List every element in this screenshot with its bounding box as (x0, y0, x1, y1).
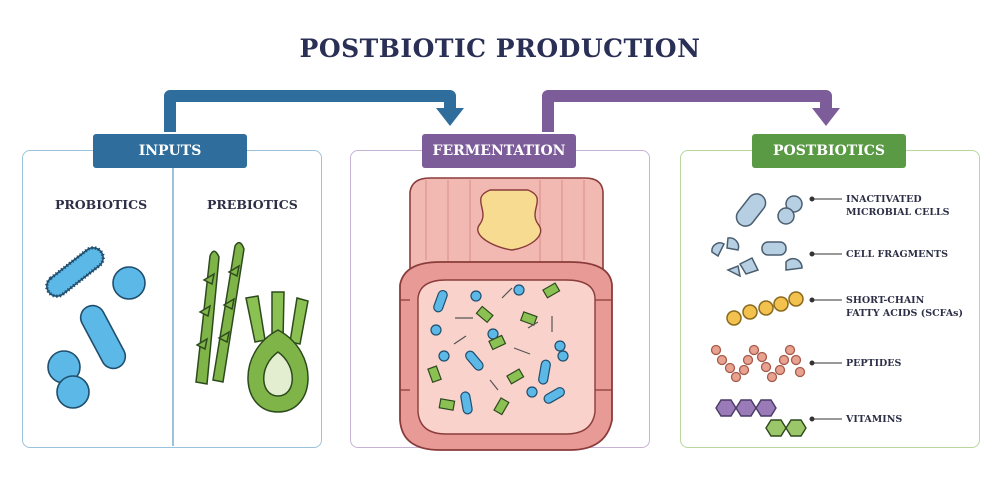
postbiotics-panel (680, 150, 980, 448)
gut-cross-section-icon (399, 177, 613, 451)
vitamins-icon (715, 399, 807, 437)
arrow-inputs-to-fermentation (164, 90, 456, 132)
arrow-head-postbiotics (812, 108, 840, 126)
inactivated-cells-icon (735, 193, 803, 227)
probiotic-bacteria-icon (45, 246, 146, 409)
probiotics-label: PROBIOTICS (55, 197, 148, 212)
prebiotics-label: PREBIOTICS (207, 197, 298, 212)
label-vitamins: VITAMINS (846, 414, 903, 425)
inputs-divider (172, 166, 174, 446)
label-cell-fragments: CELL FRAGMENTS (846, 249, 948, 260)
leader-lines (809, 196, 842, 422)
label-short-chain-fatty-acids: SHORT-CHAIN FATTY ACIDS (SCFAs) (846, 295, 964, 319)
label-inactivated-microbial-cells: INACTIVATED MICROBIAL CELLS (846, 194, 950, 218)
fermentation-badge: FERMENTATION (422, 134, 576, 168)
asparagus-icon (195, 241, 245, 385)
page-title: POSTBIOTIC PRODUCTION (299, 34, 701, 63)
label-peptides: PEPTIDES (846, 358, 902, 369)
postbiotics-badge: POSTBIOTICS (752, 134, 906, 168)
peptides-icon (710, 344, 806, 383)
fennel-icon (245, 291, 309, 413)
arrow-head-fermentation (436, 108, 464, 126)
cell-fragments-icon (711, 237, 803, 278)
arrow-fermentation-to-postbiotics (542, 90, 832, 132)
scfa-chain-icon (726, 291, 804, 326)
inputs-badge: INPUTS (93, 134, 247, 168)
